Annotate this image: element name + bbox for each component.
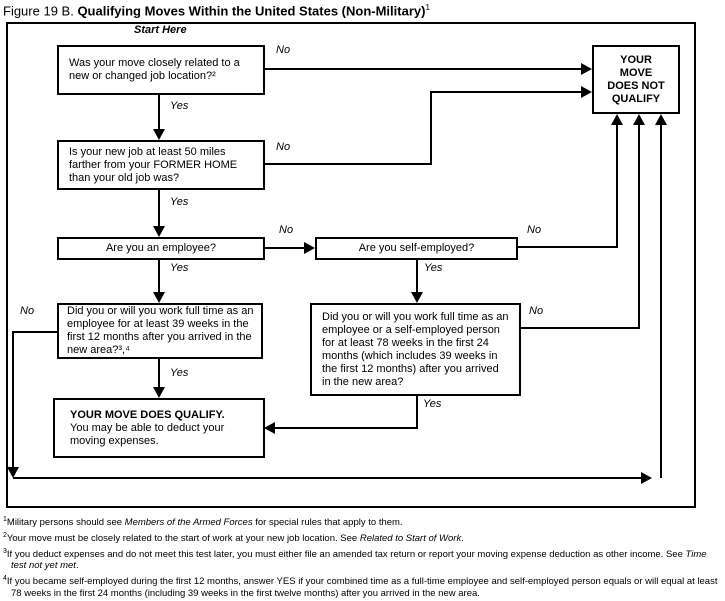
arrowhead-selfemployed-no-icon — [611, 114, 623, 125]
connector-employee-no-line — [265, 247, 306, 249]
footnotes: 1Military persons should see Members of … — [3, 514, 720, 601]
footnote-1: 1Military persons should see Members of … — [3, 516, 403, 529]
connector-selfemployed-no-line-h — [518, 246, 618, 248]
arrowhead-39weeks-no-corner-icon — [7, 467, 19, 478]
label-39weeks-yes: Yes — [170, 367, 189, 379]
arrowhead-q2-yes-icon — [153, 226, 165, 237]
arrowhead-q1-no-icon — [581, 63, 592, 75]
connector-q2-yes-line — [158, 190, 160, 228]
label-selfemployed-yes: Yes — [424, 262, 443, 274]
arrowhead-q2-no-icon — [581, 86, 592, 98]
connector-39weeks-no-line-v2 — [660, 116, 662, 478]
label-q2-yes: Yes — [170, 196, 189, 208]
box-39-weeks-text: Did you or will you work full time as an… — [67, 305, 254, 356]
label-q1-no: No — [276, 44, 291, 56]
figure-title-prefix: Figure 19 B. — [3, 3, 78, 19]
label-q1-yes: Yes — [170, 100, 189, 112]
connector-39weeks-no-line-h2 — [13, 477, 643, 479]
start-here-label: Start Here — [134, 24, 187, 36]
label-39weeks-no: No — [20, 305, 35, 317]
label-q2-no: No — [276, 141, 291, 153]
footnote-3: 3If you deduct expenses and do not meet … — [3, 548, 707, 572]
connector-q1-yes-line — [158, 95, 160, 131]
footnote-4: 4If you became self-employed during the … — [3, 575, 718, 599]
arrowhead-employee-yes-icon — [153, 292, 165, 303]
box-move-qualifies: YOUR MOVE DOES QUALIFY. You may be able … — [53, 398, 265, 458]
arrowhead-employee-no-icon — [304, 242, 315, 254]
box-employee-question: Are you an employee? — [57, 237, 265, 260]
label-employee-yes: Yes — [170, 262, 189, 274]
label-selfemployed-no: No — [527, 224, 542, 236]
connector-78weeks-yes-line-h — [274, 427, 418, 429]
box-move-qualifies-heading: YOUR MOVE DOES QUALIFY. — [70, 408, 225, 421]
figure-title-superscript: 1 — [425, 3, 430, 12]
arrowhead-q1-yes-icon — [153, 129, 165, 140]
label-employee-no: No — [279, 224, 294, 236]
arrowhead-78weeks-yes-icon — [264, 422, 275, 434]
figure-title-bold: Qualifying Moves Within the United State… — [77, 3, 426, 19]
connector-selfemployed-yes-line — [416, 260, 418, 294]
box-employee-text: Are you an employee? — [105, 242, 217, 254]
connector-78weeks-yes-line-v — [416, 396, 418, 428]
connector-selfemployed-no-line-v — [616, 116, 618, 248]
box-78-weeks-question: Did you or will you work full time as an… — [310, 303, 521, 396]
label-78weeks-yes: Yes — [423, 398, 442, 410]
connector-39weeks-yes-line — [158, 359, 160, 389]
arrowhead-39weeks-no-bottom-icon — [641, 472, 652, 484]
label-78weeks-no: No — [529, 305, 544, 317]
arrowhead-39weeks-yes-icon — [153, 387, 165, 398]
connector-q2-no-line-h1 — [265, 163, 432, 165]
connector-78weeks-no-line-v — [638, 116, 640, 329]
connector-q2-no-line-h2 — [430, 91, 583, 93]
figure-title: Figure 19 B. Qualifying Moves Within the… — [3, 3, 430, 18]
connector-39weeks-no-line-h1 — [13, 331, 57, 333]
connector-39weeks-no-line-v1 — [12, 331, 14, 469]
arrowhead-39weeks-no-icon — [655, 114, 667, 125]
box-self-employed-question: Are you self-employed? — [315, 237, 518, 260]
footnote-2: 2Your move must be closely related to th… — [3, 532, 464, 545]
box-39-weeks-question: Did you or will you work full time as an… — [57, 303, 263, 359]
connector-employee-yes-line — [158, 260, 160, 294]
box-78-weeks-text: Did you or will you work full time as an… — [322, 310, 509, 388]
connector-q1-no-line — [265, 68, 583, 70]
connector-78weeks-no-line-h — [521, 327, 640, 329]
arrowhead-78weeks-no-icon — [633, 114, 645, 125]
arrowhead-selfemployed-yes-icon — [411, 292, 423, 303]
connector-q2-no-line-v — [430, 91, 432, 165]
box-self-employed-text: Are you self-employed? — [358, 242, 475, 254]
figure-frame — [6, 22, 696, 508]
